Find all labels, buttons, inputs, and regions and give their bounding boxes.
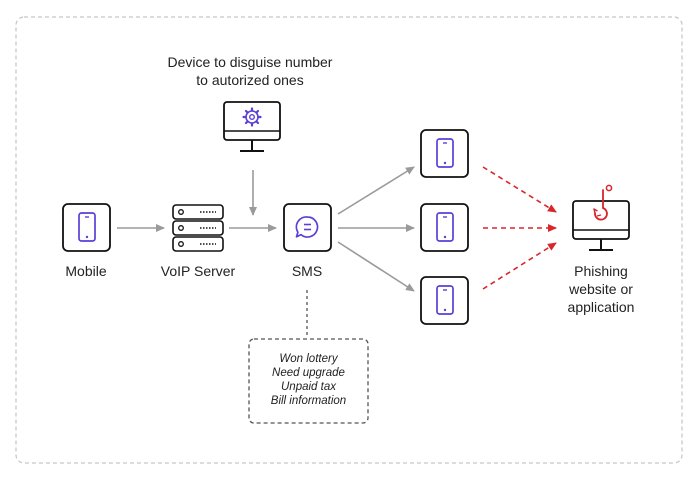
target-phone-middle (420, 203, 469, 252)
sms-topic: Bill information (270, 395, 347, 407)
target-phone-top (420, 129, 469, 178)
chat-bubble-icon (295, 216, 319, 238)
phishing-label: Phishing website or application (556, 262, 646, 316)
phishing-label-line1: Phishing (574, 263, 628, 279)
phishing-label-line3: application (567, 299, 635, 315)
disguise-label-line2: to autorized ones (196, 72, 304, 88)
phone-icon (78, 212, 96, 242)
arrow-sms-to-target-top (337, 166, 415, 215)
sms-topic: Need upgrade (272, 367, 345, 379)
sms-node (283, 203, 332, 252)
phone-icon (436, 212, 454, 242)
monitor-gear-icon (223, 101, 281, 152)
server-icon (172, 204, 224, 252)
sms-topics-box (248, 338, 369, 424)
disguise-device-label: Device to disguise number to autorized o… (150, 53, 350, 89)
monitor-hook-icon (572, 184, 630, 251)
phone-icon (436, 138, 454, 168)
arrow-target-bottom-to-phishing (482, 242, 557, 290)
sms-topic: Won lottery (279, 353, 338, 365)
sms-topic: Unpaid tax (281, 381, 336, 393)
arrow-target-top-to-phishing (482, 166, 557, 213)
gear-icon (242, 107, 262, 127)
sms-topics-list: Won lottery Need upgrade Unpaid tax Bill… (249, 352, 368, 408)
arrow-sms-to-target-bottom (337, 241, 415, 292)
phone-icon (436, 285, 454, 315)
sms-label: SMS (291, 263, 323, 279)
disguise-label-line1: Device to disguise number (167, 54, 333, 70)
outer-frame (15, 16, 683, 464)
mobile-label: Mobile (65, 263, 107, 279)
phishing-label-line2: website or (569, 281, 633, 297)
mobile-node (62, 203, 111, 252)
voip-server-label: VoIP Server (160, 263, 236, 279)
fishing-hook-icon (593, 184, 613, 221)
target-phone-bottom (420, 276, 469, 325)
